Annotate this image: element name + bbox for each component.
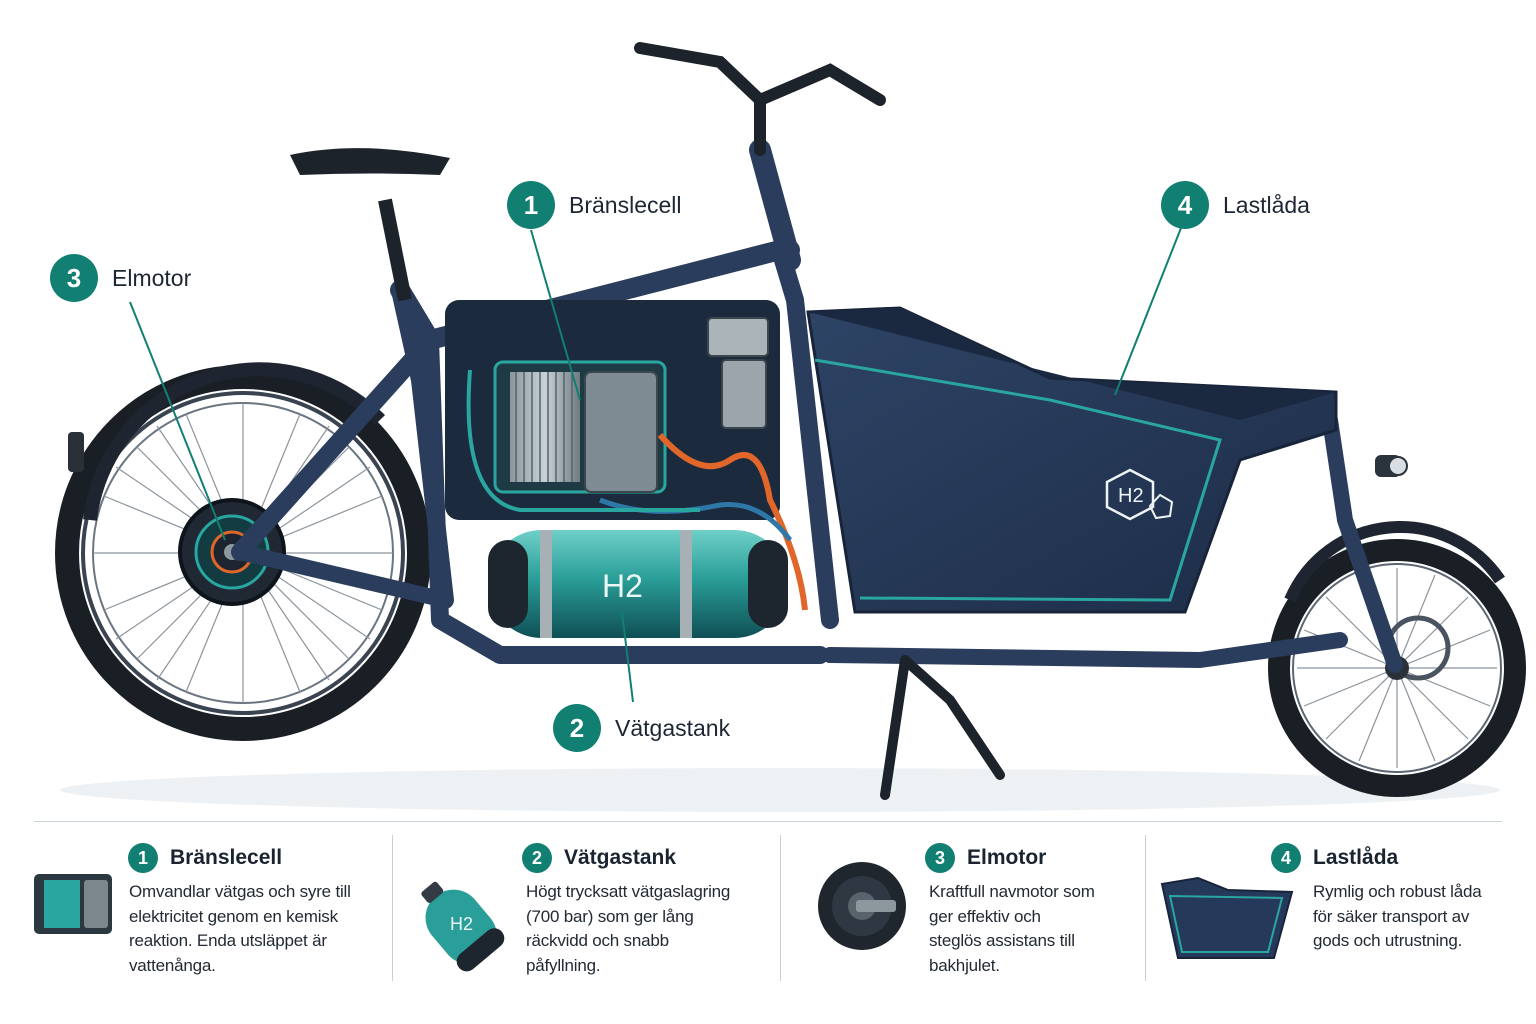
hub-motor-thumbnail-icon: [818, 862, 906, 950]
saddle: [290, 148, 450, 175]
callout-cargo-box: 4 Lastlåda: [1161, 181, 1310, 229]
legend-title: Vätgastank: [564, 846, 677, 869]
orange-hose: [657, 433, 808, 611]
legend-divider: [34, 821, 1502, 822]
cargo-box: H2: [806, 306, 1338, 614]
legend-separator: [780, 835, 781, 981]
callout-label: Elmotor: [112, 264, 192, 291]
box-h2-logo: H2: [1118, 485, 1144, 507]
front-fork: [1322, 412, 1403, 673]
legend-separator: [392, 835, 393, 981]
callout-number: 4: [1161, 181, 1209, 229]
callout-number: 1: [507, 181, 555, 229]
seat-post: [378, 198, 412, 302]
hydrogen-tank-thumbnail-icon: H2: [421, 881, 505, 972]
hydrogen-tank: H2: [488, 530, 788, 638]
callout-number: 2: [553, 704, 601, 752]
legend-head: 3 Elmotor: [925, 843, 1046, 873]
rear-fender: [83, 362, 385, 521]
legend-description: Högt trycksatt vätgaslagring (700 bar) s…: [526, 882, 731, 975]
cargo-box-thumbnail-icon: [1160, 876, 1294, 959]
legend-number: 2: [522, 843, 552, 873]
legend-head: 4 Lastlåda: [1271, 843, 1398, 873]
callout-motor: 3 Elmotor: [50, 254, 191, 302]
fuel-cell: [493, 317, 769, 494]
legend-head: 1 Bränslecell: [128, 843, 282, 873]
callout-label: Vätgastank: [615, 714, 731, 741]
teal-hose: [466, 369, 700, 512]
callout-leaders: [129, 227, 1182, 703]
legend-head: 2 Vätgastank: [522, 843, 676, 873]
tank-h2-mark: H2: [602, 568, 643, 604]
front-fender: [1284, 520, 1505, 603]
legend-number: 4: [1271, 843, 1301, 873]
legend-title: Bränslecell: [170, 846, 283, 869]
legend-title: Elmotor: [967, 846, 1047, 869]
legend-title: Lastlåda: [1313, 846, 1399, 869]
rear-light: [68, 432, 84, 472]
callout-label: Bränslecell: [569, 191, 682, 218]
callout-fuel-cell: 1 Bränslecell: [507, 181, 682, 229]
handlebar: [634, 42, 886, 156]
callout-label: Lastlåda: [1223, 191, 1310, 218]
callout-hydrogen-tank: 2 Vätgastank: [553, 704, 730, 752]
ground-shadow: [60, 768, 1500, 812]
legend-number: 3: [925, 843, 955, 873]
box-h2-hexagon: [1105, 468, 1155, 521]
svg-text:H2: H2: [450, 914, 473, 934]
legend-separator: [1145, 835, 1146, 981]
bike-frame: [231, 139, 1348, 668]
callout-number: 3: [50, 254, 98, 302]
legend-number: 1: [128, 843, 158, 873]
legend-description: Omvandlar vätgas och syre till elektrici…: [129, 882, 351, 975]
legend-description: Kraftfull navmotor som ger effektiv och …: [929, 882, 1095, 975]
kickstand: [880, 655, 1005, 800]
fuel-cell-thumbnail-icon: [34, 874, 112, 934]
legend-description: Rymlig och robust låda för säker transpo…: [1313, 882, 1482, 950]
